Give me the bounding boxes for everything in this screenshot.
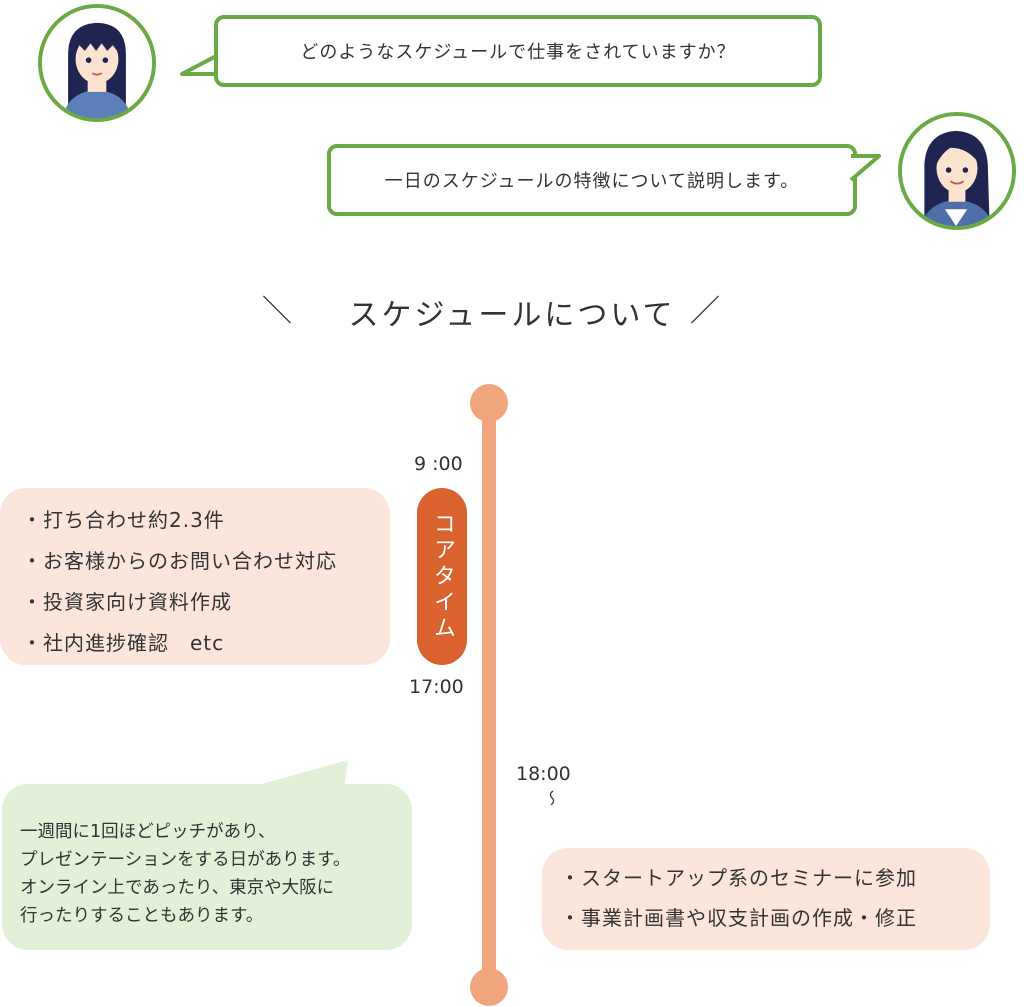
question-text: どのようなスケジュールで仕事をされていますか？ bbox=[300, 42, 736, 63]
evening-tasks-box: ・スタートアップ系のセミナーに参加 ・事業計画書や収支計画の作成・修正 bbox=[542, 848, 990, 950]
interviewer-avatar bbox=[38, 4, 156, 122]
section-title: スケジュールについて bbox=[348, 298, 676, 333]
core-end-time: 17:00 bbox=[409, 676, 464, 698]
note-line: 行ったりすることもあります。 bbox=[20, 906, 264, 926]
heading-slash-right: ／ bbox=[690, 294, 720, 329]
respondent-avatar bbox=[898, 112, 1016, 230]
timeline-line bbox=[482, 400, 496, 985]
list-item: ・投資家向け資料作成 bbox=[22, 590, 232, 614]
evening-range-mark: 〜 bbox=[541, 790, 560, 806]
list-item: ・お客様からのお問い合わせ対応 bbox=[22, 549, 337, 573]
core-tasks-box: ・打ち合わせ約2.3件 ・お客様からのお問い合わせ対応 ・投資家向け資料作成 ・… bbox=[0, 488, 390, 665]
evening-tasks-list: ・スタートアップ系のセミナーに参加 ・事業計画書や収支計画の作成・修正 bbox=[560, 862, 990, 942]
list-item: ・打ち合わせ約2.3件 bbox=[22, 508, 225, 532]
core-tasks-list: ・打ち合わせ約2.3件 ・お客様からのお問い合わせ対応 ・投資家向け資料作成 ・… bbox=[22, 504, 390, 668]
note-line: オンライン上であったり、東京や大阪に bbox=[20, 878, 335, 898]
note-line: プレゼンテーションをする日があります。 bbox=[20, 850, 351, 870]
answer-bubble-tail bbox=[849, 154, 881, 182]
note-line: 一週間に1回ほどピッチがあり、 bbox=[20, 822, 276, 842]
note-bubble-tail bbox=[240, 760, 348, 790]
list-item: ・スタートアップ系のセミナーに参加 bbox=[560, 866, 917, 890]
heading-slash-left: ＼ bbox=[262, 294, 292, 329]
core-time-pill: コアタイム bbox=[417, 488, 467, 665]
answer-text: 一日のスケジュールの特徴について説明します。 bbox=[384, 171, 800, 192]
timeline-start-dot bbox=[470, 384, 508, 422]
start-time: 9 :00 bbox=[414, 453, 463, 475]
evening-time: 18:00 bbox=[516, 763, 571, 785]
list-item: ・事業計画書や収支計画の作成・修正 bbox=[560, 906, 917, 930]
question-bubble: どのようなスケジュールで仕事をされていますか？ bbox=[214, 15, 822, 87]
answer-bubble: 一日のスケジュールの特徴について説明します。 bbox=[327, 144, 857, 216]
pitch-note-box: 一週間に1回ほどピッチがあり、 プレゼンテーションをする日があります。 オンライ… bbox=[2, 784, 412, 950]
list-item: ・社内進捗確認 etc bbox=[22, 631, 225, 655]
question-bubble-tail bbox=[180, 52, 221, 76]
timeline-end-dot bbox=[470, 968, 508, 1006]
